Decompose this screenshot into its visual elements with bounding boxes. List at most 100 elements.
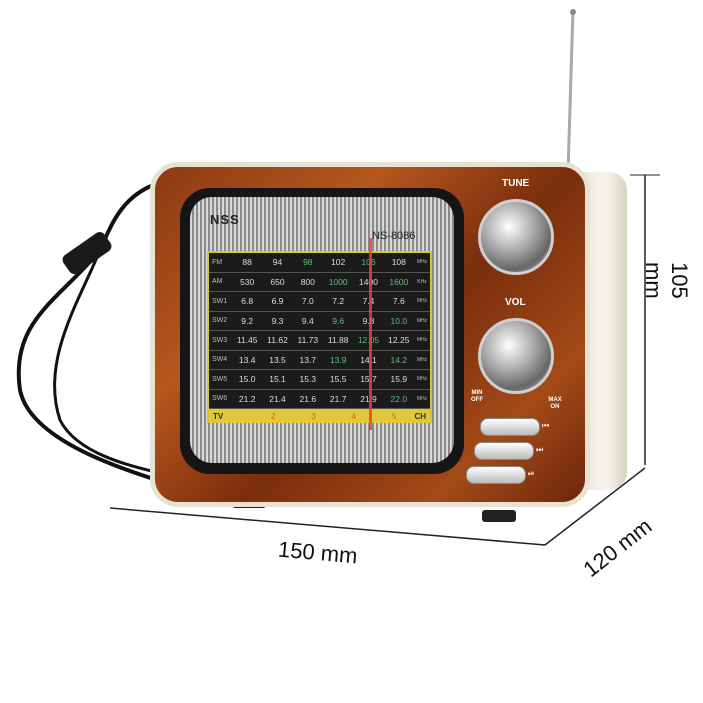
ch-label: CH (414, 411, 426, 421)
unit-label: MHz (416, 356, 428, 363)
dial-row-sw1: SW1 6.8 6.9 7.0 7.2 7.4 7.6 MHz (209, 292, 430, 312)
band-label: SW2 (212, 317, 228, 325)
frequency-mark: 88 (242, 257, 252, 268)
tv-channel: 2 (270, 411, 276, 421)
frequency-mark: 7.4 (353, 296, 383, 306)
unit-label: MHz (416, 376, 428, 383)
dial-row-sw2: SW2 9.2 9.3 9.4 9.6 9.8 10.0 MHz (209, 312, 430, 331)
band-label: AM (212, 278, 223, 286)
frequency-mark: 98 (303, 257, 313, 268)
tv-channel: 3 (311, 411, 316, 421)
dial-row-fm: FM889498102106108MHz (209, 253, 430, 273)
unit-label: MHz (416, 337, 428, 344)
frequency-mark: 6.9 (271, 296, 284, 307)
radio-foot (482, 510, 516, 522)
tune-knob[interactable] (478, 199, 554, 275)
frequency-mark: 7.0 (301, 296, 314, 307)
frequency-mark: 13.7 (299, 354, 317, 365)
frequency-mark: 14.1 (353, 355, 383, 365)
unit-label: MHz (416, 259, 428, 266)
next-icon: ⏭ (536, 445, 544, 454)
tune-label: TUNE (502, 178, 530, 189)
tv-band-row: TV 2 3 4 5 CH (209, 409, 430, 423)
frequency-mark: 21.4 (269, 393, 286, 404)
frequency-mark: 11.73 (297, 335, 319, 346)
tv-channel: 5 (392, 411, 397, 421)
dial-row-sw4: SW4 13.4 13.5 13.7 13.9 14.1 14.2 MHz (209, 351, 430, 370)
frequency-mark: 7.6 (392, 296, 405, 307)
frequency-mark: 15.7 (353, 374, 383, 384)
frequency-mark: 11.88 (327, 335, 349, 346)
tv-label: TV (213, 411, 224, 421)
dial-row-sw3: SW3 11.45 11.62 11.73 11.88 12.05 12.25 MHz (209, 331, 430, 351)
frequency-mark: 1400 (353, 277, 383, 287)
min-off-label: MIN OFF (471, 390, 483, 403)
wrist-strap (16, 178, 191, 492)
frequency-mark: 1000 (328, 276, 348, 287)
vol-label: VOL (505, 297, 526, 308)
frequency-mark: 11.62 (267, 335, 288, 346)
volume-knob[interactable] (478, 318, 554, 394)
frequency-mark: 94 (272, 257, 283, 268)
max-on-label: MAX ON (548, 397, 562, 410)
play-pause-icon: ⏯ (528, 469, 535, 478)
next-button[interactable] (474, 442, 534, 460)
band-label: SW6 (212, 395, 228, 403)
band-label: SW4 (212, 356, 228, 364)
frequency-mark: 21.9 (353, 394, 383, 404)
play-pause-button[interactable] (466, 466, 526, 484)
unit-label: MHz (416, 395, 428, 402)
previous-icon: ⏮ (542, 421, 550, 430)
unit-label: MHz (416, 317, 428, 324)
frequency-mark: 800 (300, 276, 315, 287)
depth-line (544, 467, 646, 546)
antenna (566, 9, 575, 173)
dial-row-sw6: SW6 21.2 21.4 21.6 21.7 21.9 22.0 MHz (209, 390, 430, 409)
frequency-mark: 13.4 (238, 354, 256, 365)
frequency-mark: 12.25 (388, 335, 410, 346)
frequency-mark: 15.0 (238, 374, 256, 385)
frequency-mark: 530 (240, 276, 255, 287)
frequency-mark: 12.05 (353, 335, 383, 345)
height-dimension: 105 mm (641, 262, 692, 299)
frequency-mark: 10.0 (390, 315, 408, 326)
frequency-mark: 15.5 (329, 374, 347, 385)
unit-label: MHz (416, 298, 428, 305)
frequency-mark: 15.9 (390, 374, 408, 385)
unit-label: KHz (417, 278, 427, 285)
band-label: SW5 (212, 375, 228, 383)
previous-button[interactable] (480, 418, 540, 436)
frequency-mark: 7.2 (332, 296, 345, 307)
frequency-mark: 15.1 (269, 374, 286, 385)
frequency-mark: 14.2 (390, 354, 408, 365)
width-line (109, 507, 546, 546)
band-label: SW3 (212, 336, 228, 344)
dial-row-sw5: SW5 15.0 15.1 15.3 15.5 15.7 15.9 MHz (209, 370, 430, 390)
frequency-mark: 102 (331, 257, 346, 268)
frequency-mark: 650 (270, 276, 285, 287)
brand-logo: NSS (210, 212, 240, 227)
dial-row-am: AM530650800100014001600KHz (209, 273, 430, 292)
frequency-mark: 6.8 (241, 296, 254, 307)
frequency-mark: 9.3 (271, 315, 284, 326)
frequency-mark: 9.2 (241, 315, 254, 326)
frequency-mark: 21.2 (238, 393, 256, 404)
tv-channel: 4 (351, 411, 357, 421)
frequency-mark: 21.6 (299, 393, 317, 404)
frequency-mark: 11.45 (236, 335, 258, 346)
frequency-mark: 21.7 (329, 393, 347, 404)
frequency-mark: 9.4 (301, 315, 314, 326)
frequency-mark: 13.5 (269, 354, 286, 365)
tuning-dial: FM889498102106108MHzAM530650800100014001… (207, 251, 432, 423)
band-label: SW1 (212, 297, 228, 305)
tuning-needle (369, 238, 372, 430)
frequency-mark: 13.9 (329, 354, 347, 365)
frequency-mark: 106 (353, 257, 383, 267)
frequency-mark: 9.6 (332, 315, 345, 326)
frequency-mark: 22.0 (390, 393, 408, 404)
frequency-mark: 9.8 (353, 316, 383, 326)
frequency-mark: 15.3 (299, 374, 317, 385)
model-label: NS-8086 (372, 230, 416, 242)
band-label: FM (212, 258, 223, 266)
